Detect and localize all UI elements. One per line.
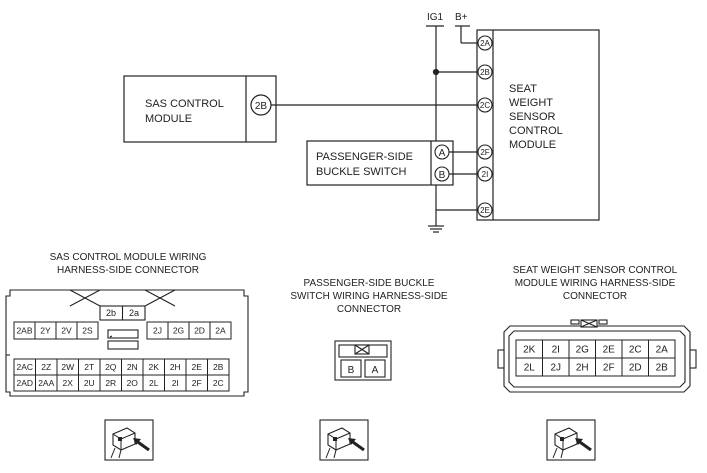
seat-conn-pin-2b: 2B [656, 363, 669, 374]
sas-pin-2aa: 2AA [38, 378, 54, 388]
seat-conn-pin-2k: 2K [523, 345, 536, 356]
sas-pin-2t: 2T [84, 362, 94, 372]
connector-view-icon-seat [546, 419, 596, 461]
seat-pin-2a: 2A [480, 39, 490, 48]
sas-pin-2s: 2S [82, 326, 93, 336]
seat-module-label-line4: CONTROL [509, 125, 563, 137]
connector-view-icon-buckle [319, 419, 369, 461]
ground-symbol [428, 225, 444, 233]
buckle-pin-a: A [372, 365, 379, 376]
seat-pin-2i: 2I [482, 170, 489, 179]
seat-module-label-line1: SEAT [509, 83, 537, 95]
sas-pin-2ab: 2AB [16, 326, 32, 336]
switch-pin-a: A [439, 148, 446, 159]
sas-pin-2r: 2R [105, 378, 116, 388]
sas-pin-2u: 2U [84, 378, 95, 388]
buckle-switch-label-line2: BUCKLE SWITCH [316, 166, 407, 178]
buckle-connector [334, 340, 392, 381]
sas-pin-2a-top: 2a [129, 308, 139, 318]
seat-connector-title-line3: CONNECTOR [563, 291, 627, 302]
seat-conn-pin-2l: 2L [524, 363, 536, 374]
seat-conn-pin-2e: 2E [603, 345, 616, 356]
sas-control-module-box [123, 75, 277, 143]
buckle-pin-b: B [348, 365, 355, 376]
sas-connector-title-line2: HARNESS-SIDE CONNECTOR [57, 265, 199, 276]
sas-pin-2k: 2K [149, 362, 160, 372]
seat-connector-cells: 2K 2I 2G 2E 2C 2A 2L 2J 2H 2F 2D 2B [515, 339, 676, 377]
sas-pin-2ad: 2AD [16, 378, 33, 388]
seat-pin-2f: 2F [480, 148, 489, 157]
power-supply [426, 25, 477, 226]
buckle-switch-label-line1: PASSENGER-SIDE [316, 151, 413, 163]
sas-pin-2b: 2B [213, 362, 224, 372]
sas-pin-2b: 2B [255, 101, 268, 112]
sas-pin-2v: 2V [61, 326, 72, 336]
sas-connector-title-line1: SAS CONTROL MODULE WIRING [50, 252, 207, 263]
seat-conn-pin-2i: 2I [552, 345, 560, 356]
connector-view-icon-sas [104, 419, 154, 461]
sas-pin-2a: 2A [215, 326, 226, 336]
buckle-connector-title-line1: PASSENGER-SIDE BUCKLE [304, 278, 435, 289]
seat-pin-2c: 2C [480, 101, 490, 110]
sas-pin-2j: 2J [153, 326, 162, 336]
sas-pin-2c-cell [207, 374, 230, 392]
seat-connector-title-line1: SEAT WEIGHT SENSOR CONTROL [513, 265, 678, 276]
seat-module-label-line5: MODULE [509, 139, 556, 151]
sas-pin-2c: 2C [213, 378, 224, 388]
seat-module-label-line2: WEIGHT [509, 97, 553, 109]
ig1-label: IG1 [427, 12, 444, 23]
seat-module-label-line3: SENSOR [509, 111, 556, 123]
seat-conn-pin-2h: 2H [576, 363, 589, 374]
sas-pin-2x: 2X [63, 378, 74, 388]
seat-module-pins: 2A 2B 2C 2F 2I 2E [477, 35, 493, 218]
seat-module-box [476, 29, 600, 221]
sas-pin-2d: 2D [194, 326, 205, 336]
sas-pin-2o: 2O [127, 378, 139, 388]
sas-pin-2w: 2W [61, 362, 74, 372]
sas-pin-2q: 2Q [105, 362, 117, 372]
sas-module-label-line1: SAS CONTROL [145, 98, 224, 110]
seat-conn-pin-2g: 2G [576, 345, 590, 356]
sas-pin-2f: 2F [192, 378, 202, 388]
seat-conn-pin-2j: 2J [550, 363, 561, 374]
sas-pin-2i: 2I [172, 378, 179, 388]
sas-module-label-line2: MODULE [145, 113, 192, 125]
sas-pin-2e: 2E [192, 362, 203, 372]
seat-conn-pin-2a: 2A [656, 345, 669, 356]
sas-pin-2g: 2G [173, 326, 184, 336]
sas-pin-2z: 2Z [41, 362, 51, 372]
seat-connector-title-line2: MODULE WIRING HARNESS-SIDE [515, 278, 676, 289]
sas-pin-2s-cell [76, 321, 99, 340]
sas-connector-cells: 2AB 2Y 2V 2S 2J 2G 2D 2A 2AC 2Z 2W 2T 2Q 2N 2K 2H 2E 2B 2A… [13, 321, 232, 392]
seat-conn-pin-2b-cell [648, 357, 676, 377]
switch-pin-b: B [439, 170, 446, 181]
buckle-switch-box [306, 140, 454, 186]
sas-pin-2b-top: 2b [106, 308, 116, 318]
sas-pin-2y: 2Y [40, 326, 51, 336]
sas-pin-2n: 2N [127, 362, 138, 372]
sas-pin-2l: 2L [149, 378, 159, 388]
sas-pin-2h: 2H [170, 362, 181, 372]
buckle-connector-title-line2: SWITCH WIRING HARNESS-SIDE [290, 291, 448, 302]
buckle-connector-title-line3: CONNECTOR [337, 304, 401, 315]
seat-pin-2e: 2E [480, 206, 490, 215]
seat-pin-2b: 2B [480, 68, 490, 77]
seat-conn-pin-2f: 2F [603, 363, 615, 374]
b-plus-label: B+ [455, 12, 468, 23]
sas-pin-2a-cell [209, 321, 232, 340]
seat-conn-pin-2d: 2D [629, 363, 642, 374]
seat-conn-pin-2c: 2C [629, 345, 642, 356]
sas-pin-2ac: 2AC [16, 362, 33, 372]
